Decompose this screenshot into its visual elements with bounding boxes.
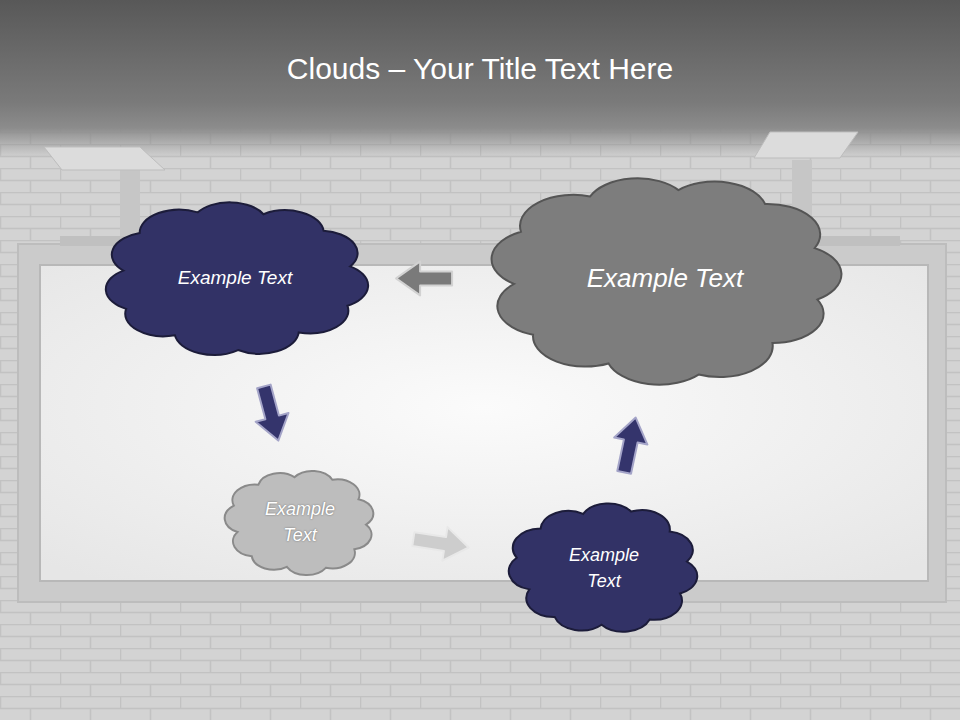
block-arrow xyxy=(412,527,468,561)
block-arrow xyxy=(396,261,452,295)
cloud-shape xyxy=(498,496,710,640)
cloud-outline xyxy=(225,471,374,575)
cloud-label: Example Text xyxy=(550,260,780,298)
block-arrow xyxy=(614,418,647,474)
cloud-node: Example Text xyxy=(498,496,710,640)
cloud-node: Example Text xyxy=(467,164,864,394)
cloud-label: Example Text xyxy=(150,264,320,292)
cloud-node: Example Text xyxy=(216,464,384,580)
cloud-label: Example Text xyxy=(561,542,647,594)
cloud-label: Example Text xyxy=(257,496,343,548)
cloud-outline xyxy=(106,202,368,354)
cloud-text-block: Example Text xyxy=(561,542,647,594)
cloud-outline xyxy=(509,503,698,631)
title-text: Clouds – Your Title Text Here xyxy=(287,52,673,85)
block-arrow xyxy=(256,385,289,441)
cloud-node: Example Text xyxy=(88,193,381,363)
slide-title: Clouds – Your Title Text Here xyxy=(0,52,960,86)
cloud-text-block: Example Text xyxy=(150,264,320,292)
cloud-text-block: Example Text xyxy=(257,496,343,548)
cloud-outline xyxy=(491,178,841,384)
cloud-text-block: Example Text xyxy=(550,260,780,298)
cloud-shape xyxy=(216,464,384,580)
